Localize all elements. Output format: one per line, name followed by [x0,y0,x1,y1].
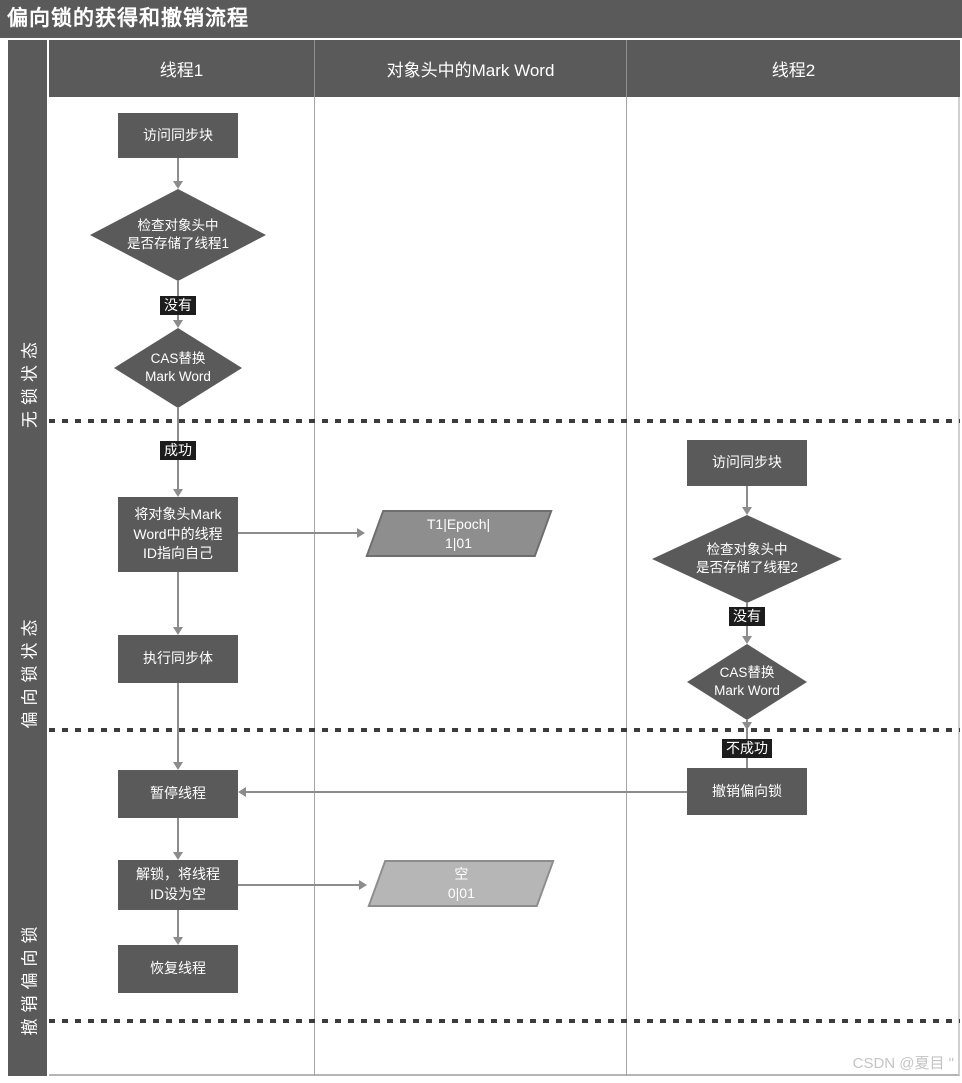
arrow-down-icon [742,507,752,515]
t1-success-label: 成功 [160,441,196,460]
arrow-right-icon [359,880,367,890]
markword-biased-parallelogram: T1|Epoch| 1|01 [365,510,553,557]
connector-line [246,791,687,793]
t1-access-sync-node: 访问同步块 [118,113,238,158]
arrow-down-icon [173,852,183,860]
arrow-right-icon [357,528,365,538]
row-label-revoke-biased: 撤销偏向锁 [20,920,39,1036]
connector-line [238,884,359,886]
lane-header-thread1: 线程1 [159,61,204,80]
arrow-down-icon [742,722,752,730]
arrow-left-icon [238,787,246,797]
t2-access-sync-node: 访问同步块 [687,440,807,486]
arrow-down-icon [173,320,183,328]
sidebar: 无锁状态 偏向锁状态 撤销偏向锁 [8,40,47,1076]
t1-set-threadid-node: 将对象头Mark Word中的线程 ID指向自己 [118,497,238,572]
t1-pause-thread-node: 暂停线程 [118,770,238,818]
markword-empty-text: 空 0|01 [447,865,475,901]
t2-no-label: 没有 [729,607,765,626]
watermark: CSDN @夏目 " [852,1055,954,1072]
section-separator-2 [49,728,960,732]
arrow-down-icon [173,937,183,945]
row-label-lock-free: 无锁状态 [20,336,39,428]
arrow-down-icon [173,181,183,189]
arrow-down-icon [742,636,752,644]
connector-line [746,486,748,507]
page-title: 偏向锁的获得和撤销流程 [0,0,962,38]
arrow-down-icon [173,762,183,770]
connector-line [238,532,357,534]
section-separator-3 [49,1019,960,1023]
connector-line [177,818,179,852]
lane-header-markword: 对象头中的Mark Word [314,40,626,97]
section-separator-1 [49,419,960,423]
t1-resume-thread-node: 恢复线程 [118,945,238,993]
t2-fail-label: 不成功 [722,739,772,758]
arrow-down-icon [173,489,183,497]
t1-exec-sync-node: 执行同步体 [118,635,238,683]
row-label-biased-state: 偏向锁状态 [20,613,39,729]
connector-line [177,158,179,181]
lane-divider-2 [626,97,627,1076]
markword-empty-parallelogram: 空 0|01 [367,860,555,907]
arrow-down-icon [173,627,183,635]
connector-line [177,572,179,627]
markword-biased-text: T1|Epoch| 1|01 [427,515,491,551]
lane-header-thread2: 线程2 [626,40,960,97]
connector-line [177,683,179,762]
lane-headers: 线程1 对象头中的Mark Word 线程2 [49,40,960,97]
t2-revoke-biased-node: 撤销偏向锁 [687,768,807,815]
connector-line [177,910,179,937]
lane-divider-1 [314,97,315,1076]
t1-no-label: 没有 [160,296,196,315]
t1-unlock-node: 解锁，将线程 ID设为空 [118,860,238,910]
